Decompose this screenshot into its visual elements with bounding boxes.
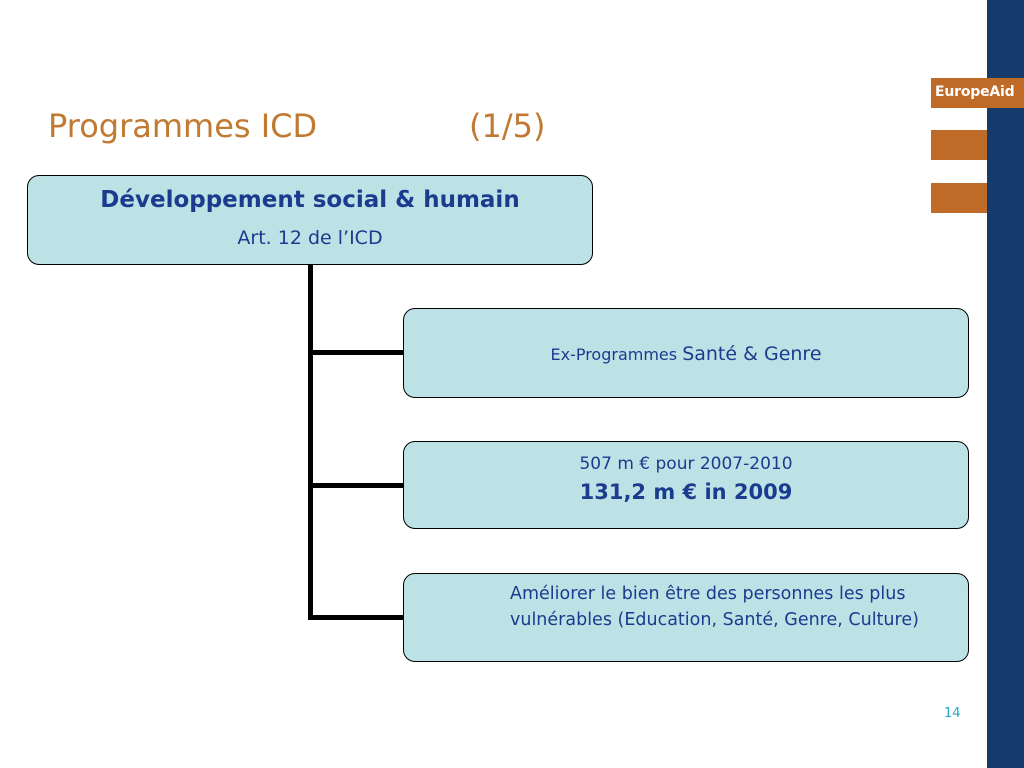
budget-box: 507 m € pour 2007-2010 131,2 m € in 2009 bbox=[403, 441, 969, 529]
accent-bar-bottom bbox=[931, 183, 987, 213]
objective-text: Améliorer le bien être des personnes les… bbox=[510, 584, 919, 630]
budget-period: 507 m € pour 2007-2010 bbox=[579, 454, 793, 474]
logo-text: EuropeAid bbox=[935, 84, 1015, 100]
accent-bar-top bbox=[931, 130, 987, 160]
budget-2009: 131,2 m € in 2009 bbox=[579, 480, 793, 504]
slide-title: Programmes ICD bbox=[48, 107, 318, 145]
connector-branch-3 bbox=[308, 615, 404, 620]
connector-vertical bbox=[308, 264, 313, 620]
connector-branch-1 bbox=[308, 350, 404, 355]
programmes-box: Ex-Programmes Santé & Genre bbox=[403, 308, 969, 398]
page-number: 14 bbox=[944, 706, 961, 721]
objective-box: Améliorer le bien être des personnes les… bbox=[403, 573, 969, 662]
main-topic-box: Développement social & humain Art. 12 de… bbox=[27, 175, 593, 265]
programmes-prefix: Ex-Programmes bbox=[550, 345, 678, 364]
right-sidebar-band bbox=[987, 0, 1024, 768]
main-topic-subheading: Art. 12 de l’ICD bbox=[237, 227, 383, 249]
programmes-line: Ex-Programmes Santé & Genre bbox=[404, 343, 968, 365]
connector-branch-2 bbox=[308, 483, 404, 488]
europeaid-logo: EuropeAid bbox=[931, 78, 1024, 108]
main-topic-heading: Développement social & humain bbox=[100, 187, 520, 213]
programmes-name: Santé & Genre bbox=[682, 343, 822, 365]
slide-counter: (1/5) bbox=[469, 107, 546, 145]
